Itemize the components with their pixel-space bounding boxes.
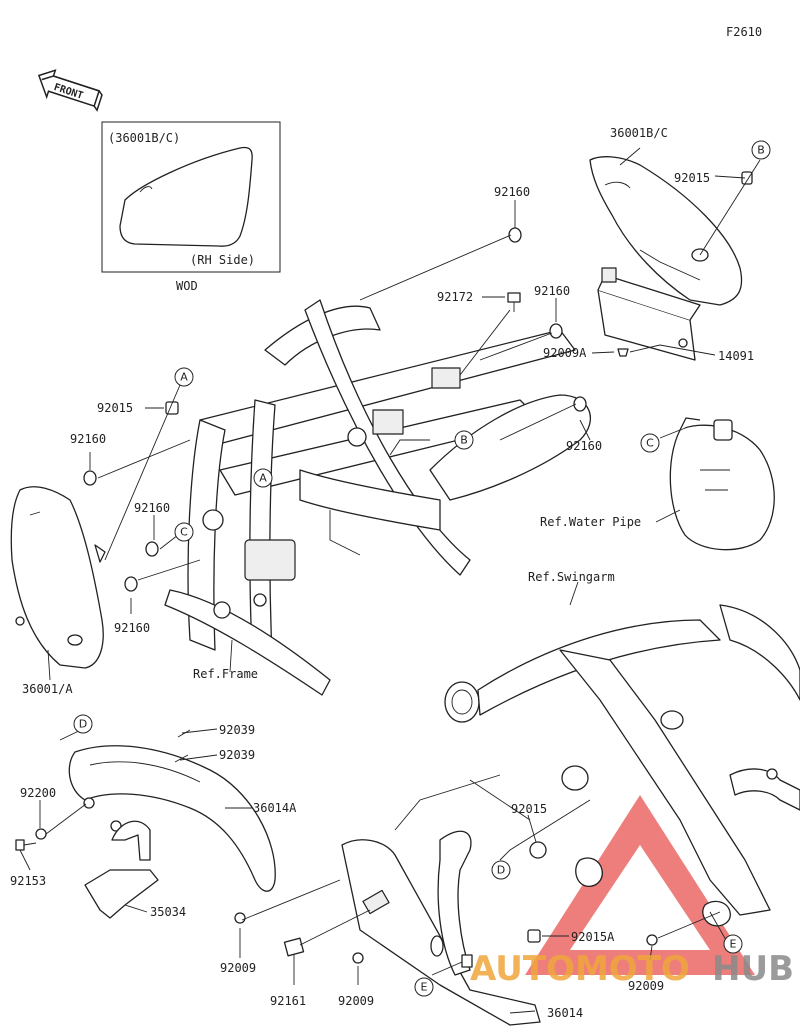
label-92015-top: 92015 (674, 171, 710, 185)
svg-text:B: B (757, 144, 765, 157)
label-92153: 92153 (10, 874, 46, 888)
label-92160-top: 92160 (494, 185, 530, 199)
callout-B2: B (454, 430, 474, 450)
callout-D2: D (491, 860, 511, 880)
swingarm-drawing (444, 604, 800, 927)
callout-A1: A (174, 367, 194, 387)
label-92015A: 92015A (571, 930, 615, 944)
label-36014: 36014 (547, 1006, 583, 1020)
watermark-triangle-icon (525, 795, 755, 975)
svg-text:E: E (730, 938, 737, 951)
label-ref-frame: Ref.Frame (193, 667, 258, 681)
callout-E1: E (414, 977, 434, 997)
label-92160-l3: 92160 (114, 621, 150, 635)
bolts-lower-left (15, 729, 191, 851)
label-92039-a: 92039 (219, 723, 255, 737)
label-14091: 14091 (718, 349, 754, 363)
part-labels: 36001B/C 92015 92160 92172 92160 92009A … (10, 126, 754, 1020)
callout-B1: B (751, 140, 771, 160)
svg-text:C: C (646, 437, 654, 450)
callout-C2: C (174, 522, 194, 542)
watermark-text: AUTOMOTO HUB (470, 949, 794, 989)
water-pump-drawing (669, 417, 775, 551)
watermark-logo (525, 795, 755, 975)
label-92161: 92161 (270, 994, 306, 1008)
label-36001BC: 36001B/C (610, 126, 668, 140)
label-92009-right: 92009 (628, 979, 664, 993)
label-92160-right: 92160 (566, 439, 602, 453)
label-35034: 35034 (150, 905, 186, 919)
hardware-top (507, 171, 753, 412)
label-ref-swingarm: Ref.Swingarm (528, 570, 615, 584)
inset-caption: WOD (176, 279, 198, 293)
label-92200: 92200 (20, 786, 56, 800)
watermark-text-hub: HUB (712, 949, 794, 989)
callout-A2: A (253, 468, 273, 488)
label-92039-b: 92039 (219, 748, 255, 762)
leader-lines (19, 147, 761, 1014)
watermark-text-automoto: AUTOMOTO (470, 949, 690, 989)
svg-text:C: C (180, 526, 188, 539)
label-36001A: 36001/A (22, 682, 73, 696)
callout-D1: D (73, 714, 93, 734)
diagram-code: F2610 (726, 25, 762, 39)
label-92015-low: 92015 (511, 802, 547, 816)
front-arrow-icon: FRONT (37, 69, 103, 112)
chain-guard-lower-drawing (341, 830, 541, 1026)
side-cover-left-drawing (10, 486, 106, 669)
inset-part-label: (36001B/C) (108, 131, 180, 145)
hardware-bottom (234, 841, 658, 964)
svg-text:D: D (79, 718, 87, 731)
callout-C1: C (640, 433, 660, 453)
callout-E2: E (723, 934, 743, 954)
label-92160-mid: 92160 (534, 284, 570, 298)
svg-text:B: B (460, 434, 468, 447)
side-cover-right-drawing (589, 156, 743, 306)
frame-drawing (164, 299, 591, 696)
label-92160-l2: 92160 (134, 501, 170, 515)
svg-text:A: A (259, 472, 267, 485)
label-36014A: 36014A (253, 801, 297, 815)
svg-text:D: D (497, 864, 505, 877)
label-ref-water-pipe: Ref.Water Pipe (540, 515, 641, 529)
label-92015-left: 92015 (97, 401, 133, 415)
inset-box: (36001B/C) (RH Side) WOD (101, 121, 281, 293)
hardware-left (83, 401, 179, 592)
label-92009A: 92009A (543, 346, 587, 360)
label-92009-left: 92009 (220, 961, 256, 975)
svg-text:E: E (421, 981, 428, 994)
label-92172: 92172 (437, 290, 473, 304)
svg-text:A: A (180, 371, 188, 384)
chain-guard-upper-drawing (68, 745, 276, 919)
bracket-14091-drawing (597, 267, 701, 361)
label-92009-mid: 92009 (338, 994, 374, 1008)
inset-side-label: (RH Side) (190, 253, 255, 267)
inset-side-cover-drawing (119, 146, 253, 247)
label-92160-left: 92160 (70, 432, 106, 446)
